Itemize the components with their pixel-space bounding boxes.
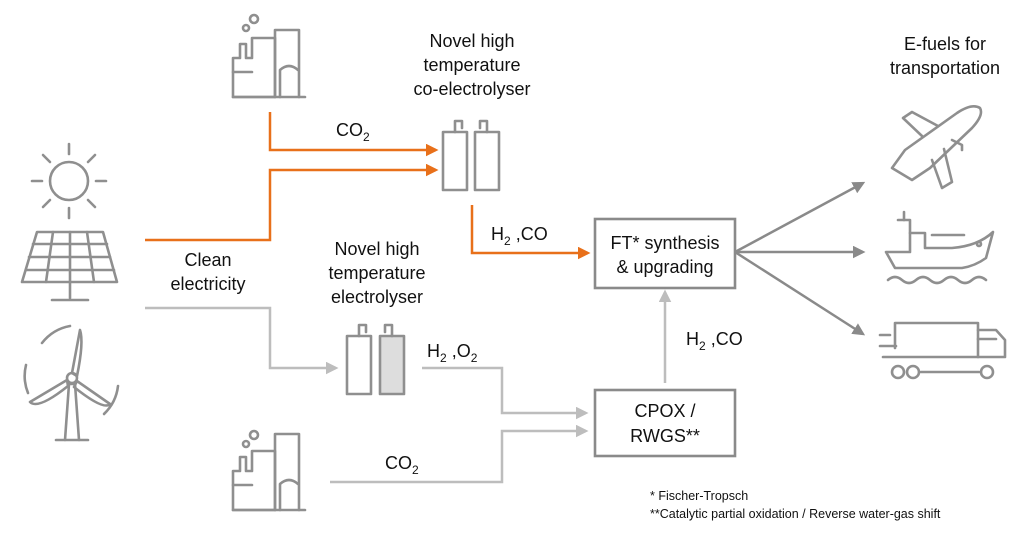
co-electrolyser-label-line-2: temperature	[423, 55, 520, 75]
factory-icon	[231, 13, 307, 99]
electrolyser-to-cpox-arrow	[422, 366, 589, 420]
clean-electricity-label: Clean electricity	[170, 250, 245, 294]
electrolyser-label-line-1: Novel high	[334, 239, 419, 259]
cpox-rwgs-box: CPOX / RWGS**	[593, 388, 737, 458]
grey-flow-lines	[145, 289, 672, 484]
co2-bottom-label: CO2	[385, 453, 419, 477]
co-electrolyser-to-ft-arrow	[470, 205, 591, 260]
co-electrolyser-label-line-3: co-electrolyser	[413, 79, 530, 99]
electrolyser-label-line-3: electrolyser	[331, 287, 423, 307]
ft-synthesis-box: FT* synthesis & upgrading	[593, 217, 737, 290]
h2-co-vertical-label: H2 ,CO	[686, 329, 743, 353]
solar-panel-icon	[20, 230, 119, 302]
footnote-fischer-tropsch: * Fischer-Tropsch	[650, 489, 748, 503]
co-electrolyser-label: Novel high temperature co-electrolyser	[413, 31, 530, 99]
clean-electricity-label-line-2: electricity	[170, 274, 245, 294]
ft-to-airplane-arrow	[734, 181, 866, 254]
electrolyser-label-line-2: temperature	[328, 263, 425, 283]
h2-co-orange-label: H2 ,CO	[491, 224, 548, 248]
orange-flow-lines	[145, 112, 591, 260]
efuels-label-line-1: E-fuels for	[904, 34, 986, 54]
electricity-to-electrolyser-arrow	[145, 306, 339, 375]
co2-to-co-electrolyser-arrow	[268, 112, 439, 157]
co2-to-cpox-arrow	[330, 424, 589, 484]
truck-icon	[878, 321, 1007, 380]
sun-icon	[30, 142, 108, 220]
airplane-icon	[890, 105, 983, 190]
electrolyser-icon	[441, 119, 501, 192]
efuels-label: E-fuels for transportation	[890, 34, 1000, 78]
cpox-box-line-2: RWGS**	[630, 426, 700, 446]
ship-icon	[884, 210, 995, 285]
clean-electricity-label-line-1: Clean	[184, 250, 231, 270]
co-electrolyser-label-line-1: Novel high	[429, 31, 514, 51]
cpox-box-line-1: CPOX /	[634, 401, 695, 421]
wind-turbine-icon	[23, 324, 120, 442]
dark-flow-lines	[734, 181, 866, 336]
factory-icon	[231, 429, 307, 512]
footnote-cpox-rwgs: **Catalytic partial oxidation / Reverse …	[650, 507, 941, 521]
ft-box-line-1: FT* synthesis	[610, 233, 719, 253]
electrolyser-label: Novel high temperature electrolyser	[328, 239, 425, 307]
footnotes: * Fischer-Tropsch **Catalytic partial ox…	[650, 489, 941, 521]
electrolyser-icon	[345, 323, 406, 396]
efuels-label-line-2: transportation	[890, 58, 1000, 78]
ft-to-truck-arrow	[734, 250, 866, 336]
co2-top-label: CO2	[336, 120, 370, 144]
h2-o2-label: H2 ,O2	[427, 341, 478, 365]
electricity-to-co-electrolyser-arrow	[145, 163, 439, 242]
ft-box-line-2: & upgrading	[616, 257, 713, 277]
